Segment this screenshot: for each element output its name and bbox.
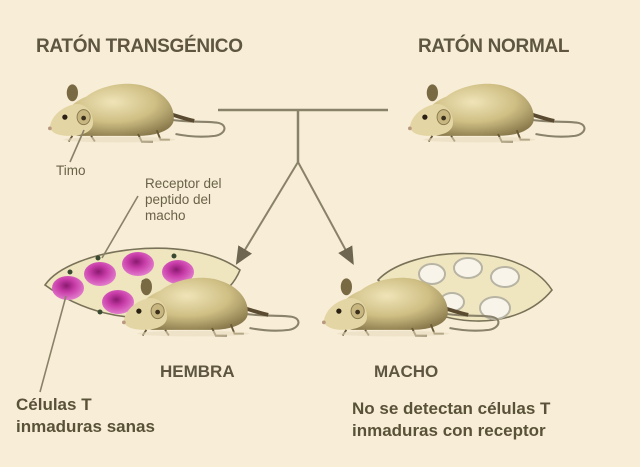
female-mouse <box>120 275 301 339</box>
label-thymus: Timo <box>56 163 86 178</box>
title-transgenic-mouse: RATÓN TRANSGÉNICO <box>36 36 243 57</box>
title-normal-mouse: RATÓN NORMAL <box>418 36 570 57</box>
normal-mouse <box>406 81 587 145</box>
transgenic-mouse <box>46 81 227 145</box>
caption-female: Células T inmaduras sanas <box>16 395 155 436</box>
label-female: HEMBRA <box>160 362 235 381</box>
caption-male: No se detectan células T inmaduras con r… <box>352 399 551 440</box>
label-receptor: Receptor del peptido del macho <box>145 176 222 223</box>
cross-connector <box>218 108 388 266</box>
empty-t-cells <box>418 257 520 320</box>
label-male: MACHO <box>374 362 439 381</box>
